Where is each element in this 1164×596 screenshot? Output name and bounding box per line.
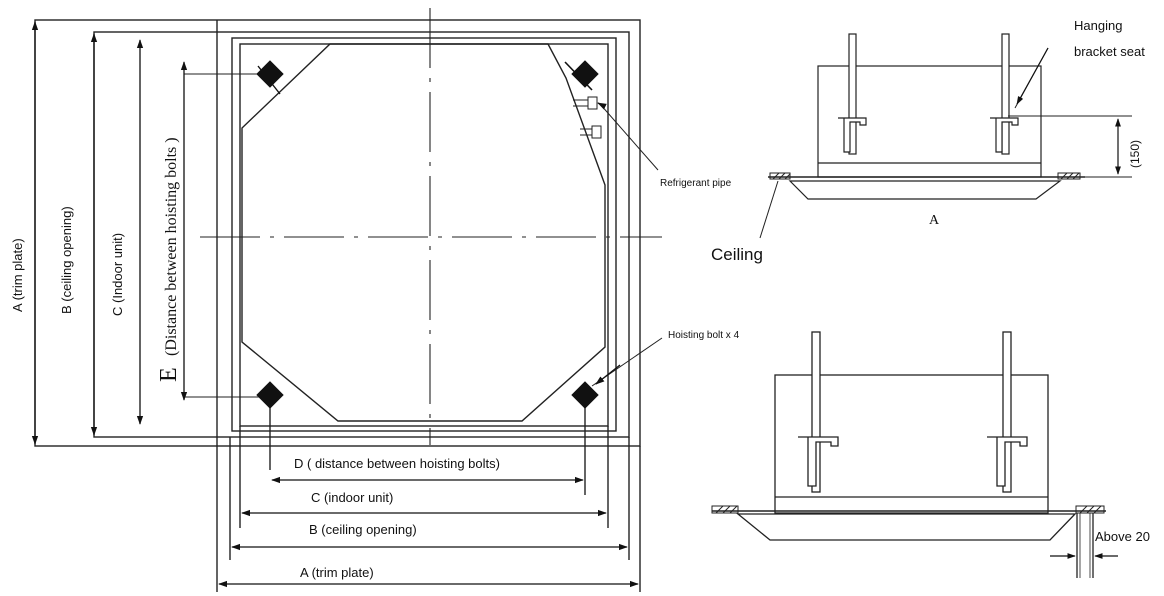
- indoor-unit-body-bottom: [774, 374, 1049, 514]
- dim-e-letter: E: [156, 367, 182, 382]
- ceiling-hatch-right-bottom: [1075, 505, 1105, 514]
- hanging-bracket-right-bottom: [987, 436, 1028, 487]
- ceiling-hatch-left-bottom: [711, 505, 739, 514]
- side-view-bottom: [711, 331, 1106, 578]
- hoisting-rod-right: [1001, 33, 1010, 155]
- hoisting-rod-right-bottom: [1002, 331, 1012, 493]
- hoisting-bolt-top-left: [256, 60, 284, 88]
- dim-150-label: (150): [1128, 140, 1142, 168]
- ceiling-label: Ceiling: [711, 245, 763, 264]
- dim-e-label: (Distance between hoisting bolts ): [163, 137, 180, 356]
- panel-bottom-view: [736, 513, 1077, 541]
- trim-plate-outline: [34, 19, 641, 447]
- panel-octagon: [241, 43, 606, 422]
- hoisting-bolt-label: Hoisting bolt x 4: [668, 330, 740, 341]
- hoisting-rod-left: [848, 33, 857, 155]
- ceiling-hatch-left: [769, 172, 791, 180]
- hanging-bracket-left-bottom: [798, 436, 839, 487]
- ceiling-hatch-right: [1057, 172, 1081, 180]
- hoisting-bolt-bottom-left: [256, 381, 284, 409]
- hoisting-bolt-top-right: [571, 60, 599, 88]
- hanging-bracket-right: [990, 117, 1019, 153]
- hanging-bracket-left: [838, 117, 867, 153]
- dim-a-side-label: A: [929, 213, 940, 228]
- dim-d-horizontal-label: D ( distance between hoisting bolts): [294, 456, 500, 471]
- plan-view: [34, 8, 663, 592]
- dim-a-horizontal-label: A (trim plate): [300, 565, 374, 580]
- hanging-bracket-label-line2: bracket seat: [1074, 44, 1145, 59]
- panel-top-view: [788, 180, 1062, 200]
- dim-a-vertical-label: A (trim plate): [10, 238, 25, 312]
- hoisting-bolt-bottom-right: [571, 381, 599, 409]
- side-view-top: [759, 33, 1132, 239]
- unit-inner-outline: [239, 43, 609, 427]
- above-20-label: Above 20: [1095, 529, 1150, 544]
- dim-c-horizontal-label: C (indoor unit): [311, 490, 393, 505]
- indoor-unit-outline: [231, 37, 617, 432]
- dim-c-vertical-label: C (Indoor unit): [110, 233, 125, 316]
- dim-b-vertical-label: B (ceiling opening): [59, 206, 74, 314]
- hoisting-bolts: [256, 60, 599, 409]
- dimension-lines: [31, 21, 639, 588]
- dim-b-horizontal-label: B (ceiling opening): [309, 522, 417, 537]
- refrigerant-pipe-label: Refrigerant pipe: [660, 178, 732, 189]
- hoisting-rod-left-bottom: [811, 331, 821, 493]
- hanging-bracket-label-line1: Hanging: [1074, 18, 1122, 33]
- refrigerant-pipe-fittings: [573, 96, 602, 139]
